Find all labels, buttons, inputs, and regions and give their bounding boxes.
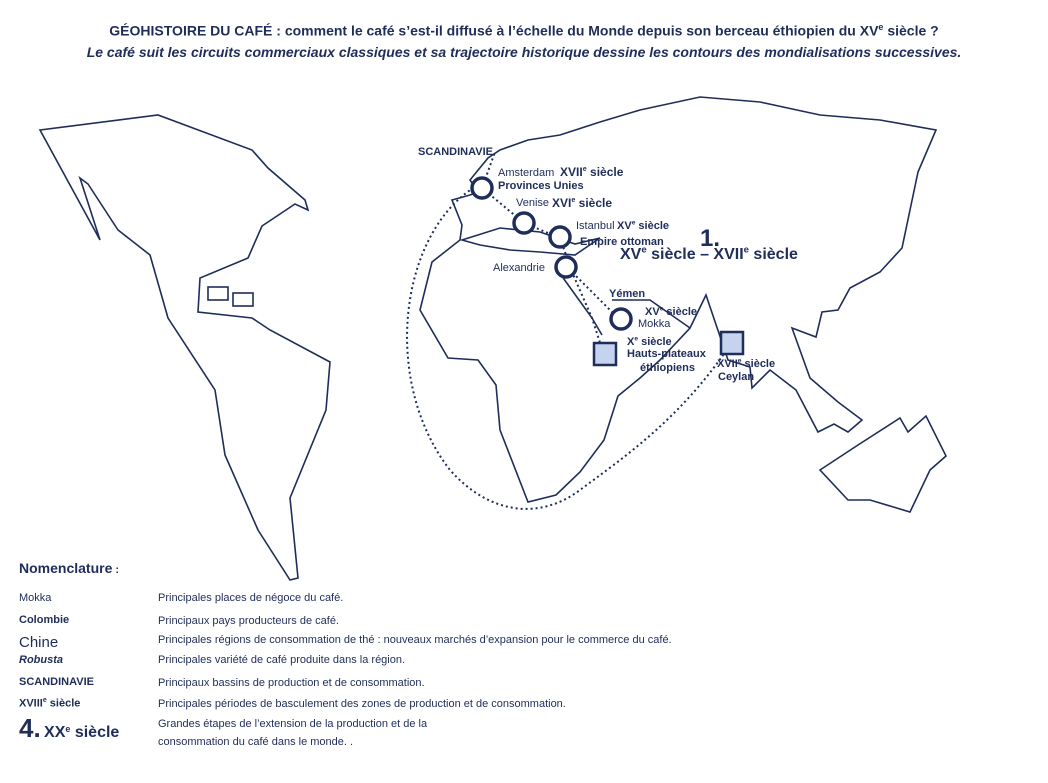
label-venise-century: XVIe siècle xyxy=(552,195,613,210)
label-venise: Venise xyxy=(516,197,550,209)
caribbean-island-1 xyxy=(207,286,229,301)
map-title: GÉOHISTOIRE DU CAFÉ : comment le café s’… xyxy=(109,22,939,39)
ethiopia-production-square xyxy=(592,341,618,367)
legend-desc-stage-line2: consommation du café dans le monde. . xyxy=(158,736,354,748)
ceylan-production-square xyxy=(719,330,745,356)
legend-key-century: XVIIIe siècle xyxy=(19,697,81,710)
route-atlantic-loop xyxy=(406,184,731,510)
istanbul-marker xyxy=(548,225,572,249)
australia-outline xyxy=(818,414,947,513)
stage-number: 1. xyxy=(700,225,721,252)
label-mokka-century: XVe siècle xyxy=(645,305,697,318)
label-provinces-unies: Provinces Unies xyxy=(498,180,584,192)
label-ceylan: Ceylan xyxy=(718,371,755,383)
legend-key-chine: Chine xyxy=(19,634,59,651)
alexandrie-marker xyxy=(554,255,578,279)
stage-period: XVe siècle – XVIIe siècle xyxy=(620,244,798,263)
label-yemen: Yémen xyxy=(609,288,646,300)
label-empire-ottoman: Empire ottoman xyxy=(580,236,664,248)
legend-key-stage: 4. XXe siècle xyxy=(19,713,120,743)
map-subtitle: Le café suit les circuits commerciaux cl… xyxy=(86,44,962,60)
legend-desc-century: Principales périodes de basculement des … xyxy=(158,698,566,710)
mokka-marker xyxy=(609,307,633,331)
legend-desc-scandinavie: Principaux bassins de production et de c… xyxy=(158,677,425,689)
label-hauts-plateaux: Hauts-plateaux xyxy=(627,348,706,360)
legend-key-mokka: Mokka xyxy=(19,592,52,604)
legend-key-colombie: Colombie xyxy=(19,614,70,626)
label-scandinavie: SCANDINAVIE xyxy=(418,146,493,158)
label-alexandrie: Alexandrie xyxy=(493,262,545,274)
label-mokka: Mokka xyxy=(638,318,671,330)
label-istanbul-century: XVe siècle xyxy=(617,219,669,232)
legend-desc-robusta: Principales variété de café produite dan… xyxy=(158,654,406,666)
legend-desc-chine: Principales régions de consommation de t… xyxy=(158,634,672,646)
legend-desc-mokka: Principales places de négoce du café. xyxy=(158,592,344,604)
eurasia-africa-outline xyxy=(419,96,938,503)
persian-gulf-line xyxy=(612,299,691,329)
amsterdam-marker xyxy=(470,176,494,200)
label-amsterdam-century: XVIIe siècle xyxy=(560,164,624,179)
label-ethiopiens: éthiopiens xyxy=(640,362,696,374)
caribbean-island-2 xyxy=(232,292,254,307)
legend-key-robusta: Robusta xyxy=(19,654,63,666)
legend-key-scandinavie: SCANDINAVIE xyxy=(19,676,94,688)
label-ceylan-century: XVIIe siècle xyxy=(717,357,776,370)
label-ethiopia-century: Xe siècle xyxy=(627,335,672,348)
label-istanbul: Istanbul xyxy=(576,220,615,232)
americas-outline xyxy=(38,114,331,581)
label-amsterdam: Amsterdam xyxy=(498,167,555,179)
venise-marker xyxy=(512,211,536,235)
legend-title: Nomenclature : xyxy=(19,560,120,576)
legend-desc-stage: Grandes étapes de l’extension de la prod… xyxy=(158,718,428,730)
legend-desc-colombie: Principaux pays producteurs de café. xyxy=(158,615,339,627)
